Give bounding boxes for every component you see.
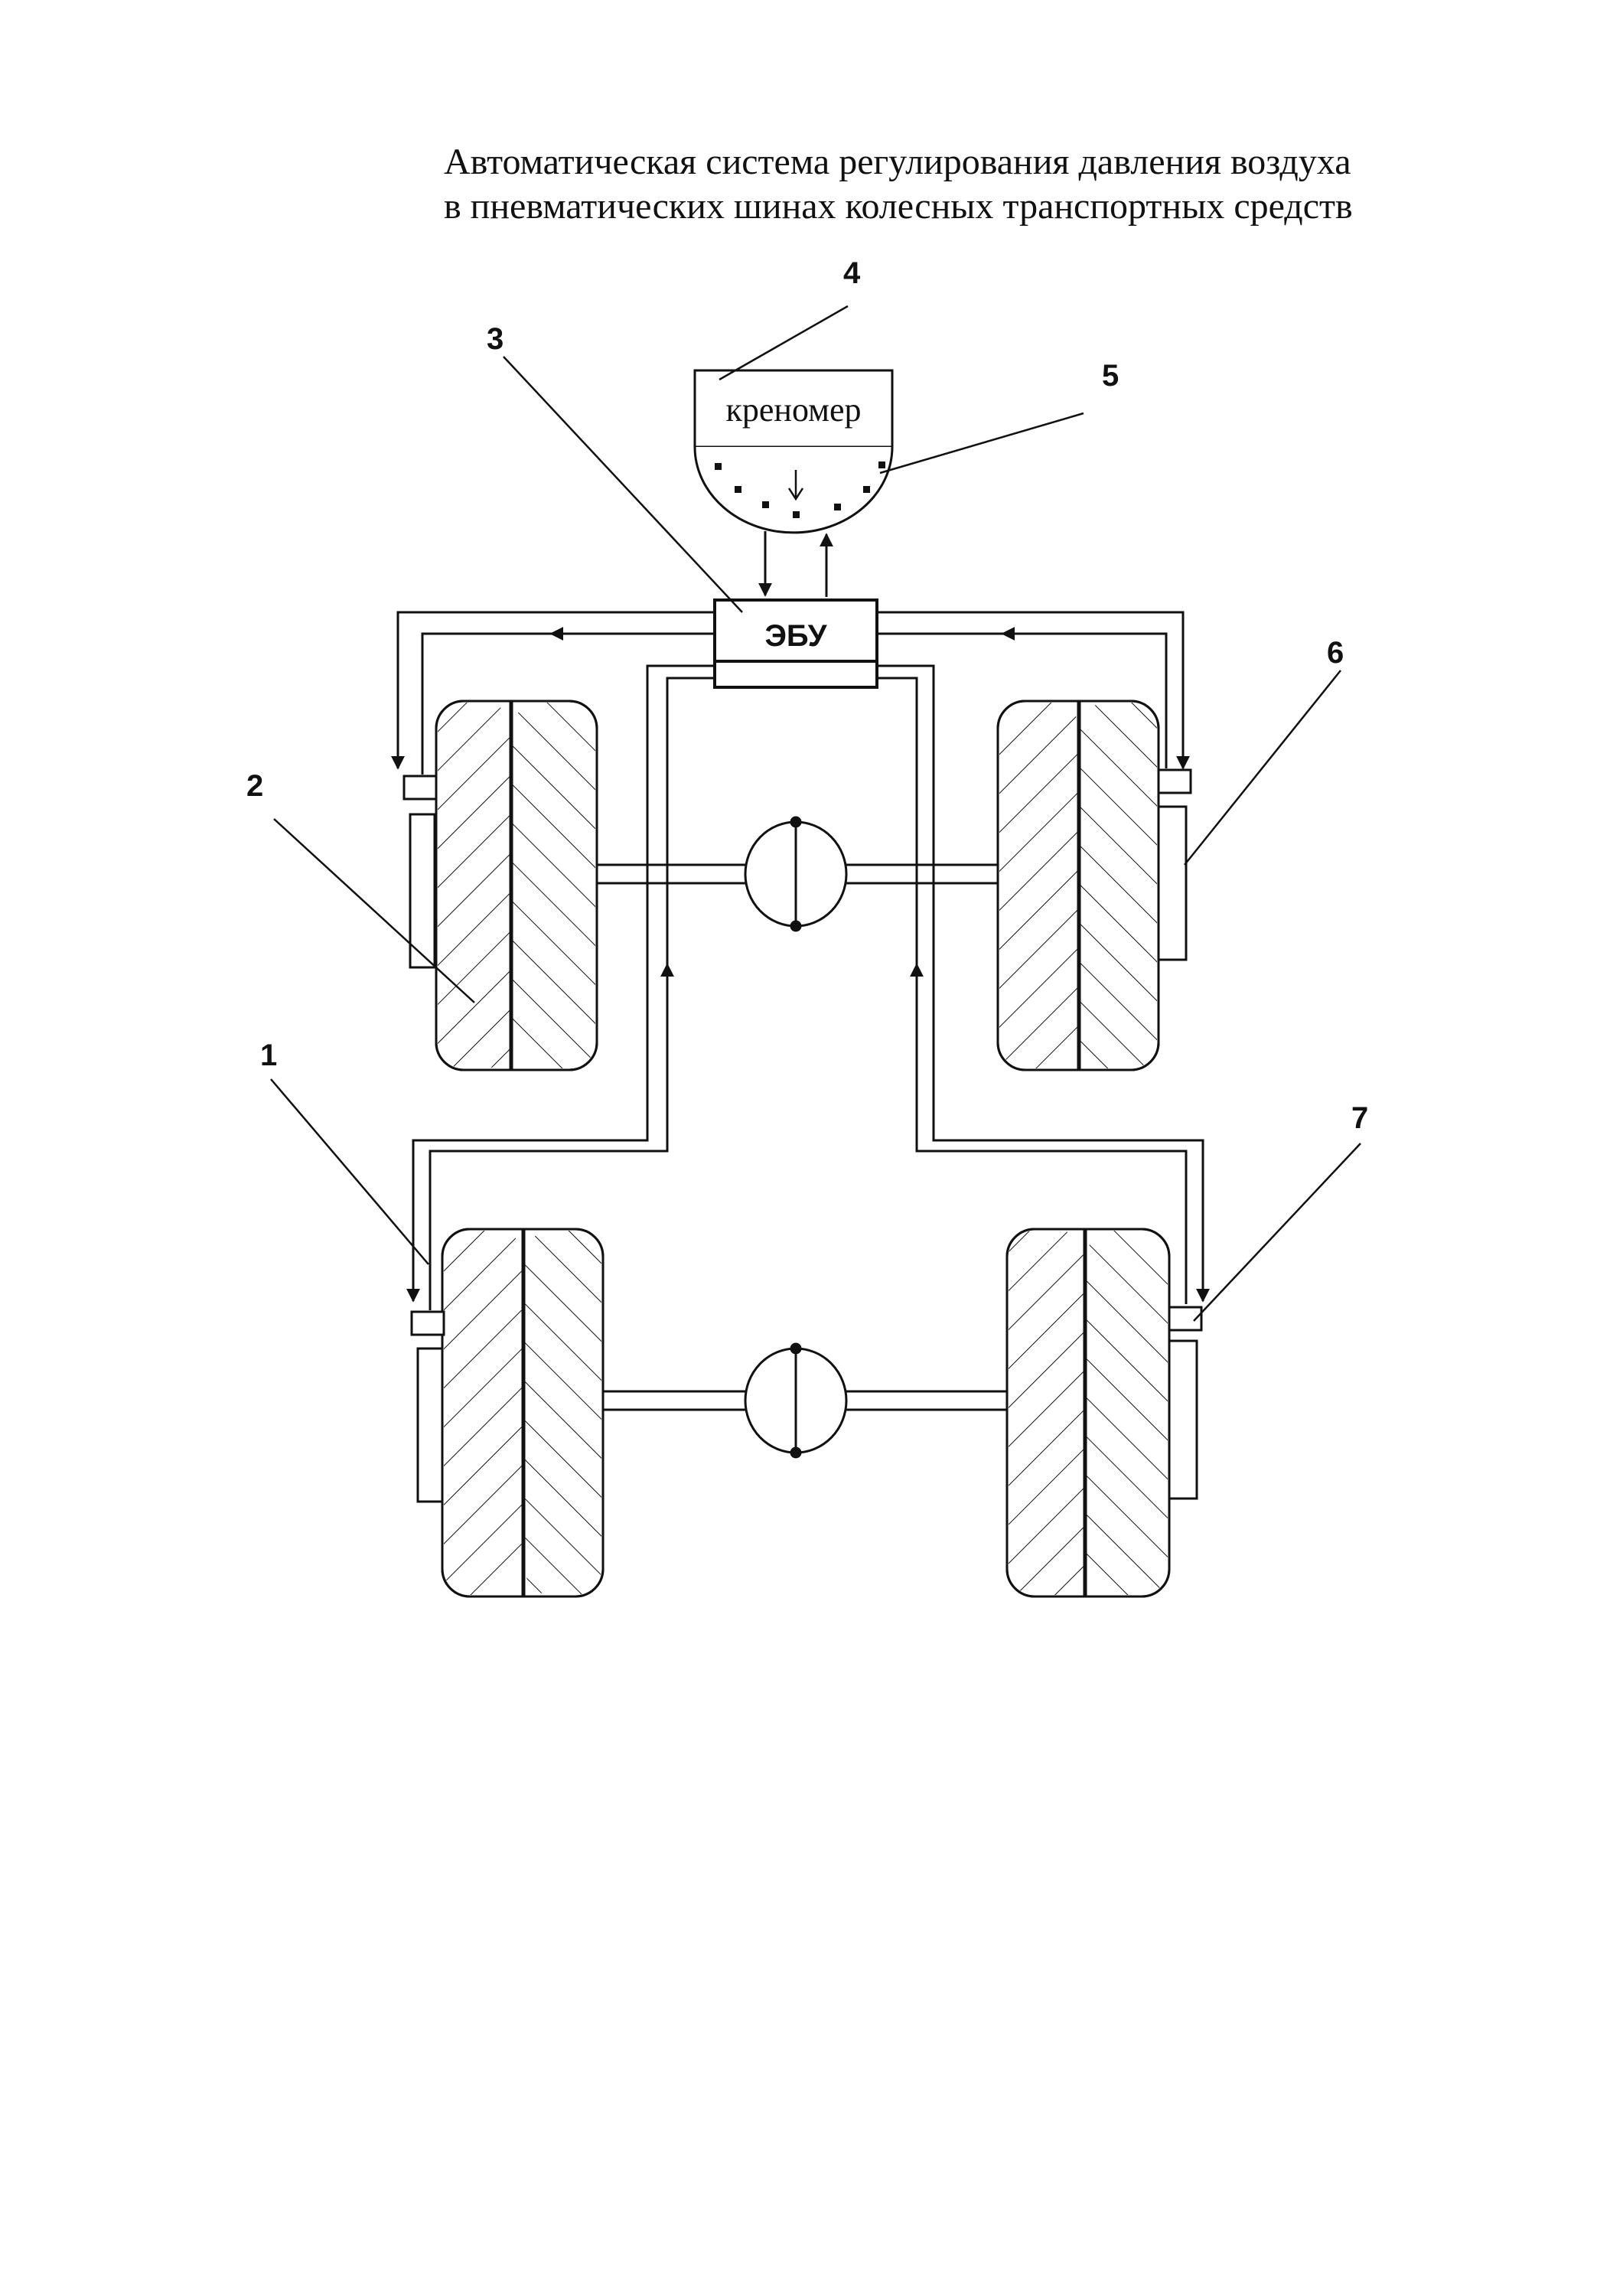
plumb-arrow-icon [787, 470, 804, 501]
pressure-unit-rear-left [416, 1347, 444, 1503]
front-axle [588, 816, 1004, 932]
rear-axle [600, 1342, 1016, 1459]
valve-rear-left [410, 1310, 445, 1336]
callout-1: 1 [260, 1039, 277, 1072]
inclinometer-ecu-links [758, 531, 833, 597]
callout-7: 7 [1351, 1101, 1368, 1135]
ecu-block: ЭБУ [713, 598, 878, 689]
ecu-box [713, 598, 878, 689]
wheel-rear-left [441, 1228, 605, 1598]
inclinometer-label: креномер [726, 391, 862, 429]
pressure-unit-front-right [1157, 805, 1188, 961]
title-line-2: в пневматических шинах колесных транспор… [444, 186, 1353, 227]
callout-2: 2 [246, 769, 263, 803]
ecu-front-lines [391, 611, 1190, 775]
callout-leaders [270, 305, 1361, 1322]
ecu-label: ЭБУ [764, 619, 827, 653]
callout-3: 3 [487, 322, 504, 356]
wheel-front-left [435, 700, 598, 1071]
callout-4: 4 [843, 256, 861, 290]
inclinometer-block: креномер [693, 369, 894, 534]
wheel-front-right [996, 700, 1160, 1071]
callout-6: 6 [1327, 636, 1344, 670]
inclinometer-dome [693, 446, 894, 534]
wheel-rear-right [1005, 1228, 1171, 1598]
callout-numbers: 1 2 3 4 5 6 7 [246, 256, 1368, 1135]
wheel-units [402, 768, 1203, 1503]
dome-dots [715, 461, 885, 518]
valve-rear-right [1168, 1306, 1203, 1332]
pressure-unit-front-left [409, 813, 436, 969]
valve-front-right [1157, 768, 1192, 794]
title-line-1: Автоматическая система регулирования дав… [444, 142, 1351, 182]
pressure-unit-rear-right [1168, 1339, 1198, 1500]
callout-5: 5 [1102, 359, 1119, 393]
valve-front-left [402, 775, 438, 801]
ecu-rear-lines [406, 664, 1210, 1310]
